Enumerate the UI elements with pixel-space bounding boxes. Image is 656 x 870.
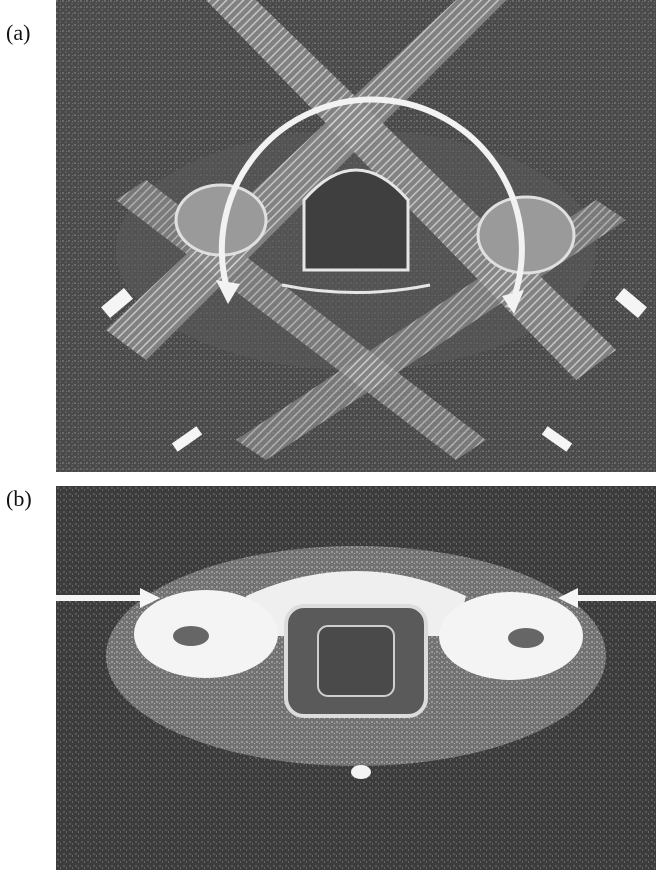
ct-panel-b xyxy=(56,486,656,870)
left-femur-detail xyxy=(173,626,209,646)
organ-contour xyxy=(304,170,408,270)
bright-spot xyxy=(351,765,371,779)
ct-image-a xyxy=(56,0,656,472)
ct-image-b xyxy=(56,486,656,870)
panel-b-label: (b) xyxy=(6,488,32,510)
ct-panel-a xyxy=(56,0,656,472)
inner-organ xyxy=(318,626,394,696)
right-femoral-head xyxy=(478,197,574,273)
panel-a-label: (a) xyxy=(6,22,30,44)
right-femur-detail xyxy=(508,628,544,648)
